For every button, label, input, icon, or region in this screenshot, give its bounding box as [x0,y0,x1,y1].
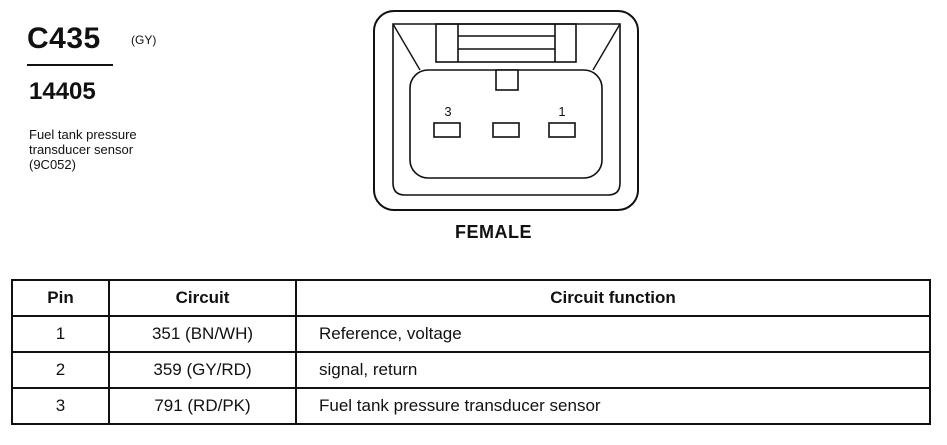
circuit-cell: 791 (RD/PK) [108,387,297,425]
circuit-cell: 351 (BN/WH) [108,315,297,353]
connector-gender-label: FEMALE [455,222,532,242]
column-header-pin: Pin [11,279,110,317]
header-rule [27,64,113,66]
connector-color: (GY) [131,33,157,47]
pin-socket-1 [548,122,576,138]
circuit-function-cell: Fuel tank pressure transducer sensor [295,387,931,425]
circuit-cell: 359 (GY/RD) [108,351,297,389]
column-header-circuit-function: Circuit function [295,279,931,317]
table-row: 3 791 (RD/PK) Fuel tank pressure transdu… [11,387,931,425]
connector-inner-frame [392,23,621,196]
part-number: 14405 [29,78,96,105]
column-header-circuit: Circuit [108,279,297,317]
circuit-function-cell: Reference, voltage [295,315,931,353]
pin-label: 1 [558,104,565,119]
connector-id: C435 [27,22,101,55]
component-description-line: (9C052) [29,157,76,172]
table-row: 1 351 (BN/WH) Reference, voltage [11,315,931,353]
locking-tab [435,23,577,63]
pin-cell: 1 [11,315,110,353]
component-description-line: Fuel tank pressure [29,127,137,142]
polarization-key [495,69,519,91]
pin-socket-2 [492,122,520,138]
pin-cell: 2 [11,351,110,389]
pin-socket-3 [433,122,461,138]
pinout-table: Pin Circuit Circuit function 1 351 (BN/W… [11,279,931,425]
connector-outer-housing [373,10,639,211]
circuit-function-cell: signal, return [295,351,931,389]
connector-face-diagram: 3 1 [373,10,639,211]
component-description-line: transducer sensor [29,142,134,157]
pin-label: 3 [444,104,451,119]
table-row: 2 359 (GY/RD) signal, return [11,351,931,389]
pin-cell: 3 [11,387,110,425]
table-header-row: Pin Circuit Circuit function [11,279,931,317]
